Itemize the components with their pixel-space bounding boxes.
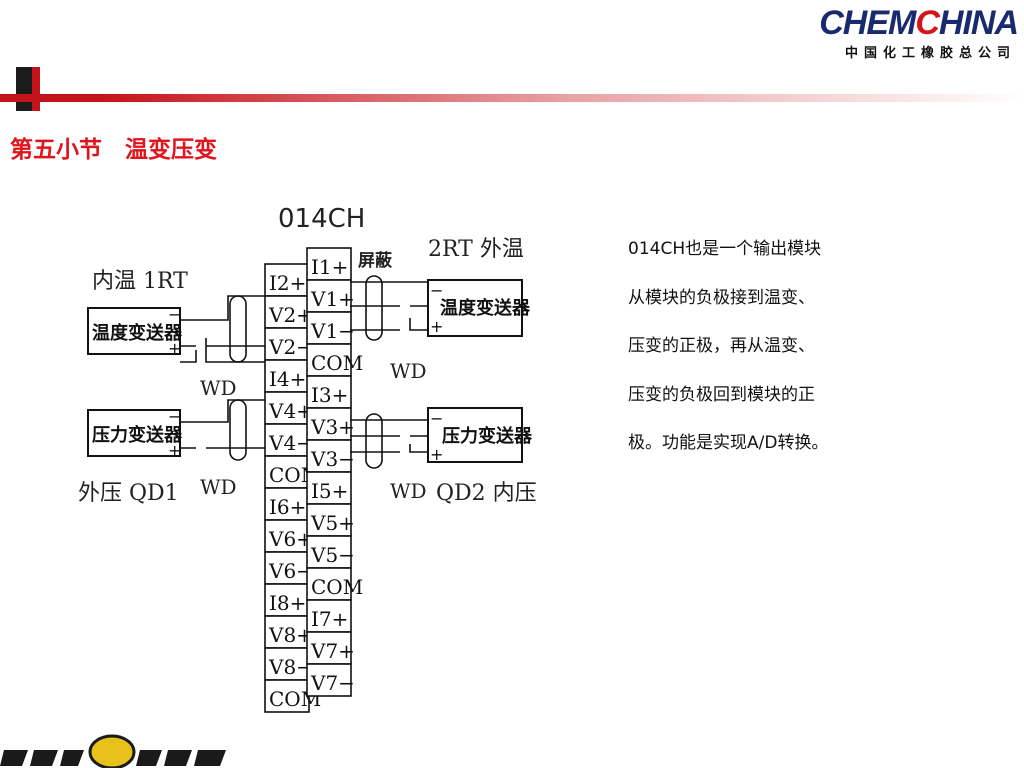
temp-transmitter-box-left bbox=[87, 307, 181, 355]
polarity-mark: − bbox=[430, 409, 443, 428]
shield-left-temp bbox=[229, 295, 247, 363]
terminal-label: V1− bbox=[310, 319, 355, 343]
label-inner-temp: 内温 1RT bbox=[92, 269, 188, 294]
terminal-cell bbox=[306, 343, 352, 377]
terminal-label: V4+ bbox=[268, 399, 313, 423]
wire-left-press-top bbox=[180, 399, 265, 423]
terminal-label: COM bbox=[311, 575, 363, 599]
terminal-label: I2+ bbox=[269, 271, 306, 295]
terminal-label: I7+ bbox=[311, 607, 348, 631]
terminal-cell bbox=[264, 295, 310, 329]
terminal-label: V6− bbox=[268, 559, 313, 583]
wire-right-press-low bbox=[350, 444, 428, 453]
terminal-label: V8+ bbox=[268, 623, 313, 647]
terminal-cell bbox=[306, 663, 352, 697]
description-line-2: 从模块的负极接到温变、 bbox=[628, 287, 815, 308]
label-wd-3: WD bbox=[200, 475, 237, 499]
terminal-label: I3+ bbox=[311, 383, 348, 407]
logo-wordmark: CHEMCHINA bbox=[819, 4, 1019, 42]
polarity-mark: + bbox=[430, 317, 443, 336]
chemchina-logo: CHEMCHINA 中国化工橡胶总公司 bbox=[818, 4, 1019, 61]
press-transmitter-box-left bbox=[87, 409, 181, 457]
description-line-3: 压变的正极，再从温变、 bbox=[628, 336, 815, 356]
terminal-label: I4+ bbox=[269, 367, 306, 391]
shield-right-temp bbox=[365, 275, 383, 341]
polarity-mark: + bbox=[168, 339, 181, 358]
header-accent-red bbox=[32, 67, 40, 111]
terminal-cell bbox=[306, 503, 352, 537]
terminal-label: V5− bbox=[310, 543, 355, 567]
terminal-label: V3− bbox=[310, 447, 355, 471]
terminal-label: I8+ bbox=[269, 591, 306, 615]
logo-subtitle: 中国化工橡胶总公司 bbox=[844, 46, 1016, 61]
terminal-label: COM bbox=[311, 351, 363, 375]
press-transmitter-label-left: 压力变送器 bbox=[92, 424, 183, 446]
terminal-label: V3+ bbox=[310, 415, 355, 439]
label-wd-1: WD bbox=[200, 376, 237, 400]
terminal-label: V2+ bbox=[268, 303, 313, 327]
terminal-label: I6+ bbox=[269, 495, 306, 519]
shield-right-press bbox=[365, 413, 383, 469]
terminal-cell bbox=[264, 519, 310, 553]
label-outer-press: 外压 QD1 bbox=[78, 481, 179, 506]
terminal-label: V4− bbox=[268, 431, 313, 455]
footer-logo bbox=[0, 734, 226, 768]
temp-transmitter-label-right: 温度变送器 bbox=[440, 297, 531, 319]
terminal-cell bbox=[306, 631, 352, 665]
terminal-cell bbox=[306, 311, 352, 345]
wire-left-temp-lower bbox=[180, 338, 265, 363]
label-outer-temp: 2RT 外温 bbox=[428, 237, 524, 262]
terminal-label: I5+ bbox=[311, 479, 348, 503]
terminal-cell bbox=[264, 679, 310, 713]
temp-transmitter-label-left: 温度变送器 bbox=[92, 322, 183, 344]
terminal-column-left: I2+V2+V2−I4+V4+V4−COMI6+V6+V6−I8+V8+V8−C… bbox=[264, 263, 321, 713]
polarity-mark: − bbox=[430, 281, 443, 300]
terminal-label: V7− bbox=[310, 671, 355, 695]
terminal-cell bbox=[306, 375, 352, 409]
label-inner-press: QD2 内压 bbox=[436, 481, 537, 506]
terminal-label: V1+ bbox=[310, 287, 355, 311]
section-title: 第五小节 温变压变 bbox=[10, 137, 217, 163]
terminal-label: V6+ bbox=[268, 527, 313, 551]
polarity-mark: − bbox=[168, 407, 181, 426]
description-line-1: 014CH也是一个输出模块 bbox=[628, 239, 822, 259]
terminal-label: I1+ bbox=[311, 255, 348, 279]
terminal-cell bbox=[306, 247, 352, 281]
header-divider bbox=[0, 94, 1024, 102]
terminal-label: V7+ bbox=[310, 639, 355, 663]
module-title: 014CH bbox=[278, 204, 365, 234]
terminal-label: V8− bbox=[268, 655, 313, 679]
polarity-mark: − bbox=[168, 305, 181, 324]
polarity-mark: + bbox=[430, 445, 443, 464]
wire-right-temp-low bbox=[350, 318, 428, 331]
label-wd-4: WD bbox=[390, 479, 427, 503]
label-wd-2: WD bbox=[390, 359, 427, 383]
temp-transmitter-box-right bbox=[427, 279, 523, 337]
label-shield: 屏蔽 bbox=[358, 250, 393, 271]
terminal-cell bbox=[306, 279, 352, 313]
description-line-5: 极。功能是实现A/D转换。 bbox=[628, 433, 829, 453]
logo-swoosh-icon: C bbox=[915, 4, 940, 42]
wiring-diagram: 014CH I2+V2+V2−I4+V4+V4−COMI6+V6+V6−I8+V… bbox=[78, 204, 537, 713]
terminal-column-right: I1+ V1+ V1− COM I3+ V3+ V3− I5+ V5+ V5− COM I7+ V7+ V… bbox=[306, 247, 363, 697]
header-accent-dark bbox=[16, 67, 32, 111]
description-line-4: 压变的负极回到模块的正 bbox=[628, 384, 815, 405]
terminal-label: V5+ bbox=[310, 511, 355, 535]
terminal-label: V2− bbox=[268, 335, 313, 359]
press-transmitter-label-right: 压力变送器 bbox=[442, 425, 533, 447]
polarity-mark: + bbox=[168, 441, 181, 460]
terminal-cell bbox=[306, 567, 352, 601]
description-text: 014CH也是一个输出模块 从模块的负极接到温变、 压变的正极，再从温变、 压变… bbox=[628, 225, 948, 468]
press-transmitter-box-right bbox=[427, 407, 523, 463]
shield-left-press bbox=[229, 399, 247, 461]
wire-left-temp-top bbox=[180, 295, 265, 321]
